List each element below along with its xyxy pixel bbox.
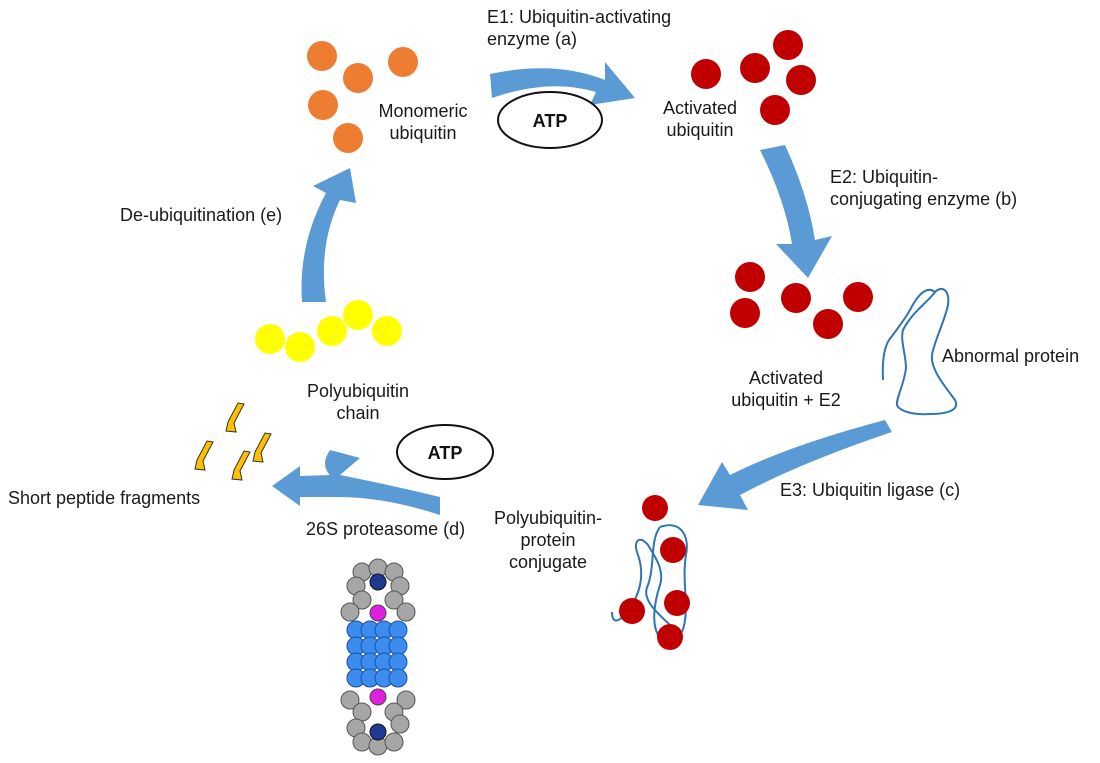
- label-monomeric: Monomeric ubiquitin: [366, 100, 480, 144]
- activated-ubiquitin: [740, 53, 770, 83]
- label-short-peptides: Short peptide fragments: [8, 488, 201, 508]
- label-e1: E1: Ubiquitin-activating enzyme (a): [487, 6, 671, 50]
- label-abnormal-protein: Abnormal protein: [942, 346, 1080, 366]
- proteasome-cap-bottom: [340, 690, 416, 756]
- short-peptide-fragments-group: [194, 402, 272, 481]
- conjugate-ubiquitin: [642, 495, 668, 521]
- label-activated-e2-line2: ubiquitin + E2: [731, 390, 841, 410]
- conjugate-protein-strand: [611, 524, 688, 644]
- monomeric-ubiquitin: [308, 90, 338, 120]
- arrow-e2: [760, 145, 832, 278]
- polyubiquitin-chain-unit: [343, 300, 373, 330]
- proteasome-pink-top: [369, 604, 387, 622]
- label-activated-line1: Activated: [662, 98, 738, 118]
- label-monomeric-line2: ubiquitin: [389, 123, 457, 143]
- atp-label-bottom: ATP: [428, 443, 463, 463]
- proteasome-core: [346, 620, 408, 688]
- polyubiquitin-protein-conjugate: [611, 495, 690, 650]
- label-deubiquitination: De-ubiquitination (e): [120, 205, 283, 225]
- label-polychain-line1: Polyubiquitin: [306, 381, 410, 401]
- monomeric-ubiquitin-group: [307, 41, 418, 153]
- label-activated: Activated ubiquitin: [648, 97, 752, 141]
- conjugate-ubiquitin: [657, 624, 683, 650]
- activated-ubiquitin-e2: [781, 283, 811, 313]
- abnormal-protein: [881, 287, 958, 416]
- proteasome-cap-top: [340, 558, 416, 622]
- activated-ubiquitin: [786, 65, 816, 95]
- activated-ubiquitin-e2-group: [730, 262, 873, 339]
- peptide-fragment: [231, 450, 251, 481]
- activated-ubiquitin-e2: [843, 282, 873, 312]
- polyubiquitin-chain-unit: [285, 332, 315, 362]
- label-e2: E2: Ubiquitin- conjugating enzyme (b): [830, 166, 1017, 210]
- polyubiquitin-chain-unit: [255, 324, 285, 354]
- peptide-fragment: [194, 440, 214, 471]
- conjugate-ubiquitin: [664, 590, 690, 616]
- peptide-fragment: [225, 402, 245, 433]
- conjugate-ubiquitin: [660, 537, 686, 563]
- activated-ubiquitin-group: [691, 30, 816, 125]
- activated-ubiquitin-e2: [735, 262, 765, 292]
- activated-ubiquitin: [773, 30, 803, 60]
- label-conjugate-line3: conjugate: [508, 552, 588, 572]
- monomeric-ubiquitin: [343, 63, 373, 93]
- activated-ubiquitin-e2: [730, 298, 760, 328]
- proteasome-pink-bottom: [369, 688, 387, 706]
- label-conjugate: Polyubiquitin- protein conjugate: [480, 507, 616, 573]
- polyubiquitin-chain-unit: [372, 316, 402, 346]
- atp-ellipse-bottom: [396, 424, 494, 480]
- label-e2-line2: conjugating enzyme (b): [830, 189, 1018, 209]
- label-conjugate-line2: protein: [520, 530, 576, 550]
- proteasome-navy-bottom: [369, 723, 387, 741]
- label-activated-e2: Activated ubiquitin + E2: [714, 367, 858, 411]
- activated-ubiquitin-e2: [813, 309, 843, 339]
- arrow-e3: [698, 420, 892, 510]
- label-polyubiquitin-chain: Polyubiquitin chain: [296, 380, 420, 424]
- proteasome-navy-top: [369, 573, 387, 591]
- activated-ubiquitin: [691, 59, 721, 89]
- label-e1-line1: E1: Ubiquitin-activating: [487, 7, 672, 27]
- atp-label-top: ATP: [533, 111, 568, 131]
- monomeric-ubiquitin: [307, 41, 337, 71]
- monomeric-ubiquitin: [388, 47, 418, 77]
- arrow-proteasome: [272, 450, 440, 515]
- conjugate-ubiquitin: [619, 598, 645, 624]
- label-activated-e2-line1: Activated: [748, 368, 824, 388]
- peptide-fragment: [252, 432, 272, 463]
- label-e2-line1: E2: Ubiquitin-: [830, 167, 939, 187]
- label-e3: E3: Ubiquitin ligase (c): [780, 480, 961, 500]
- label-proteasome: 26S proteasome (d): [306, 519, 466, 539]
- label-monomeric-line1: Monomeric: [378, 101, 468, 121]
- monomeric-ubiquitin: [333, 123, 363, 153]
- atp-ellipse-top: [497, 91, 603, 149]
- arrow-deubiquitination: [301, 168, 356, 302]
- label-polychain-line2: chain: [336, 403, 380, 423]
- label-conjugate-line1: Polyubiquitin-: [493, 508, 603, 528]
- label-activated-line2: ubiquitin: [666, 120, 734, 140]
- activated-ubiquitin: [760, 95, 790, 125]
- label-e1-line2: enzyme (a): [487, 29, 578, 49]
- proteasome-26s: [340, 558, 416, 756]
- arrow-e1: [490, 62, 635, 105]
- polyubiquitin-chain-unit: [317, 316, 347, 346]
- polyubiquitin-chain-group: [255, 300, 402, 362]
